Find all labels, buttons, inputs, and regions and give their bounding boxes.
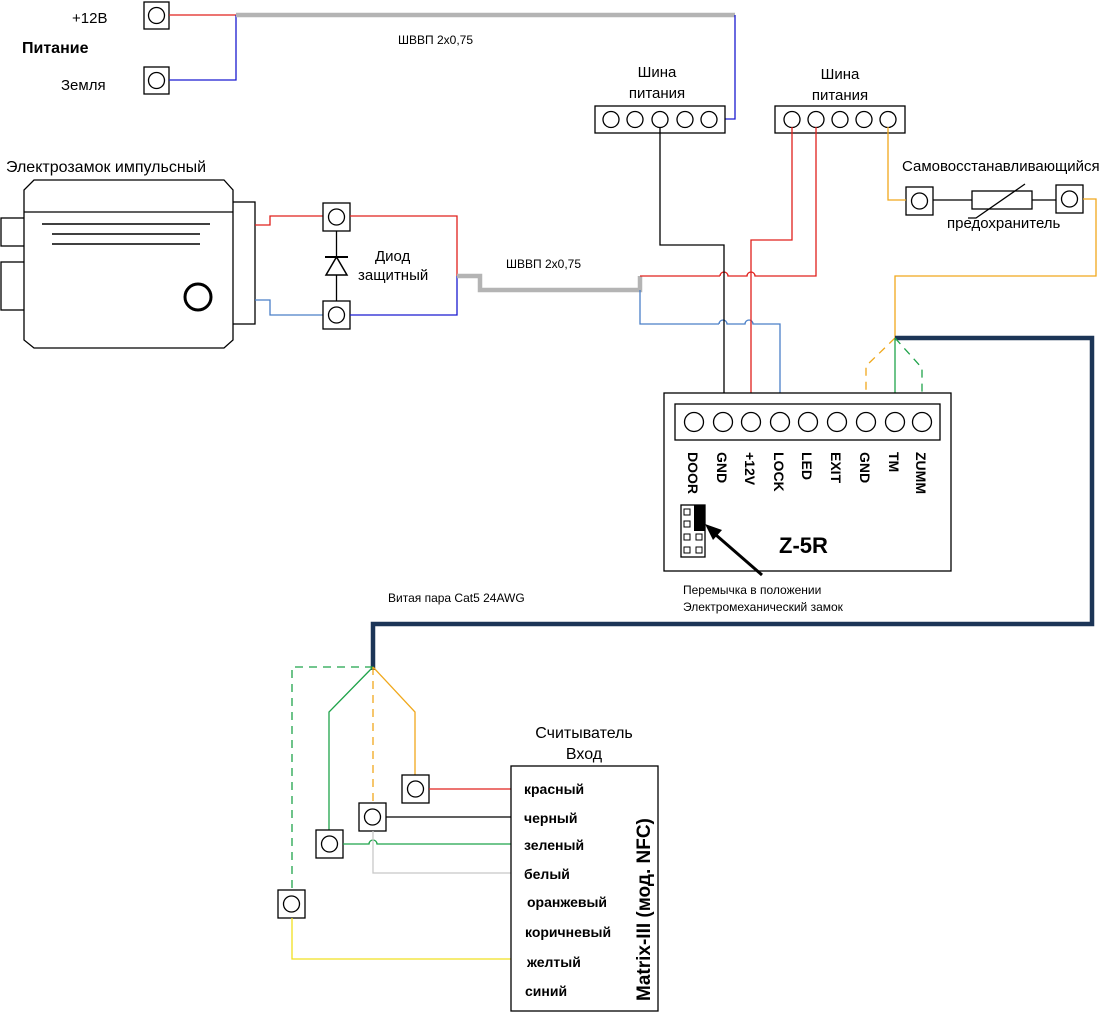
bus-to-fuse-wire xyxy=(887,127,906,201)
terminal-label-zumm: ZUMM xyxy=(913,452,929,494)
reader-wire-white: белый xyxy=(524,866,570,882)
reader-terminal-1 xyxy=(401,774,430,804)
fuse-left-terminal xyxy=(905,186,934,216)
reader-wire-black: черный xyxy=(524,810,577,826)
fuse-to-controller-wire xyxy=(894,198,1097,338)
terminal-label-tm: TM xyxy=(886,452,902,472)
terminal-label-led: LED xyxy=(799,452,815,480)
power-ground-terminal xyxy=(143,66,170,95)
lock-cable-label: ШВВП 2х0,75 xyxy=(506,257,581,271)
reader-model-label: Matrix-III (мод. NFC) xyxy=(634,818,655,1001)
twisted-pair-label: Витая пара Cat5 24AWG xyxy=(388,591,525,605)
terminal-tm xyxy=(884,411,906,433)
terminal-gnd xyxy=(712,411,734,433)
bus1-title-line2: питания xyxy=(629,85,685,102)
terminal-lock xyxy=(769,411,791,433)
reader-orange-wire xyxy=(372,666,416,775)
lock-red-wire xyxy=(255,215,323,226)
fuse-label-line1: Самовосстанавливающийся xyxy=(902,158,1100,175)
gnd-black-wire xyxy=(659,127,725,421)
terminal-label-12v: +12V xyxy=(742,452,758,486)
reader-terminal-4 xyxy=(277,889,306,919)
diode-label-line2: защитный xyxy=(358,267,428,284)
terminal-label-gnd: GND xyxy=(714,452,730,483)
diode-blue-wire xyxy=(350,276,458,316)
diode-top-terminal xyxy=(322,202,351,232)
terminal-zumm xyxy=(911,411,933,433)
power-title: Питание xyxy=(22,40,89,57)
power-ground-wire xyxy=(169,15,237,81)
power-plus-terminal xyxy=(143,1,170,30)
bus2-title-line1: Шина xyxy=(821,66,860,83)
reader-green-dash-wire xyxy=(291,666,373,890)
terminal-label-lock: LOCK xyxy=(771,452,787,492)
fuse-right-terminal xyxy=(1055,184,1084,214)
terminal-exit xyxy=(826,411,848,433)
terminal-12v xyxy=(740,411,762,433)
top-cable-blue-wire xyxy=(722,15,736,120)
reader-terminal-3 xyxy=(315,829,344,859)
reader-green-wire xyxy=(328,666,374,830)
jumper-note-line2: Электромеханический замок xyxy=(683,600,844,614)
matrix-reader xyxy=(510,765,659,1012)
reader-terminal-2 xyxy=(358,802,387,832)
terminal-led xyxy=(797,411,819,433)
bus1-title-line1: Шина xyxy=(638,64,677,81)
jumper-arrow-icon xyxy=(705,524,763,577)
cable-red-wire-b xyxy=(719,127,817,277)
resettable-fuse-icon xyxy=(933,183,1056,219)
cable-blue-wire-a xyxy=(639,290,719,325)
reader-wire-yellow: желтый xyxy=(526,954,581,970)
reader-white-wire xyxy=(372,831,511,874)
diode-red-wire xyxy=(350,215,458,276)
fuse-label-line2: предохранитель xyxy=(947,215,1061,232)
reader-wire-green: зеленый xyxy=(524,837,584,853)
diode-bottom-terminal xyxy=(322,300,351,330)
reader-yellow-wire xyxy=(291,918,511,960)
plus12v-label: +12В xyxy=(72,10,107,27)
reader-wire-blue: синий xyxy=(525,983,567,999)
bus2-title-line2: питания xyxy=(812,87,868,104)
reader-wire-brown: коричневый xyxy=(525,924,611,940)
terminal-label-gnd2: GND xyxy=(857,452,873,483)
terminal-door xyxy=(683,411,705,433)
controller-model-label: Z-5R xyxy=(779,533,828,558)
lock-title: Электрозамок импульсный xyxy=(6,159,206,176)
jumper-block xyxy=(680,504,706,558)
reader-wire-orange: оранжевый xyxy=(527,894,607,910)
ground-label: Земля xyxy=(61,77,106,94)
lock-cable xyxy=(457,273,643,293)
diode-label-line1: Диод xyxy=(375,248,411,265)
terminal-label-exit: EXIT xyxy=(828,452,844,484)
lock-blue-wire xyxy=(255,299,323,316)
bus-bar-2 xyxy=(774,105,906,134)
jumper-note-line1: Перемычка в положении xyxy=(683,583,821,597)
plus12v-red-wire xyxy=(750,127,793,421)
z5r-controller xyxy=(663,392,952,572)
twisted-pair-cable xyxy=(370,335,1095,670)
reader-title-line1: Считыватель xyxy=(535,725,633,742)
top-cable-label: ШВВП 2х0,75 xyxy=(398,33,473,47)
reader-title-line2: Вход xyxy=(566,746,603,763)
reader-green-line-wire xyxy=(343,839,511,845)
cable-blue-wire-b xyxy=(718,319,781,421)
terminal-label-door: DOOR xyxy=(685,452,701,494)
electric-lock xyxy=(0,179,256,349)
reader-wire-red: красный xyxy=(524,781,584,797)
protective-diode-icon xyxy=(324,231,349,301)
terminal-gnd2 xyxy=(855,411,877,433)
